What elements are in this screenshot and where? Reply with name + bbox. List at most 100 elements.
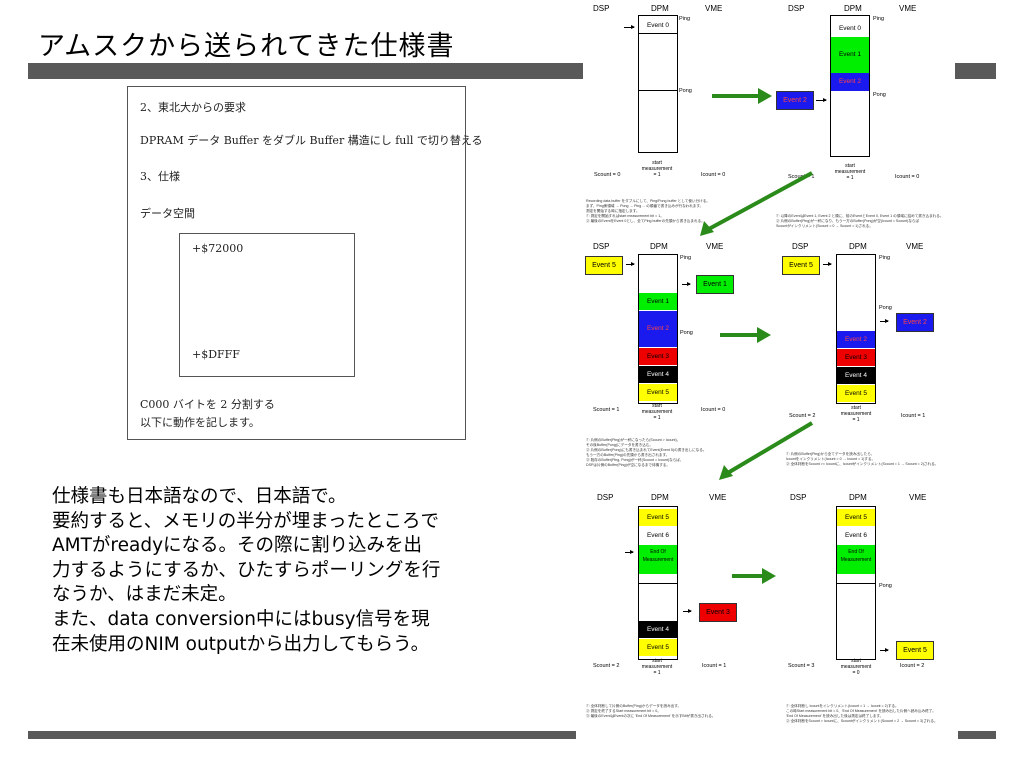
dpm-header: DPM [849,493,867,502]
scount-label: Scount = 2 [789,413,816,419]
dpm-header: DPM [650,242,668,251]
spec-data-space-label: データ空間 [140,207,195,220]
event-slot: Event 3 [837,349,875,366]
icount-label: Icount = 0 [701,407,726,413]
pong-label: Pong [879,583,892,589]
read-arrow-icon [880,648,889,652]
start-measurement-label: start measurement = 1 [641,403,673,421]
dsp-event-box: Event 5 [782,256,820,275]
ping-label: Ping [679,16,691,22]
start-measurement-label: start measurement = 1 [834,163,866,181]
event-slot: Event 2 [837,331,875,348]
event-slot: Event 0 [838,25,862,32]
panel-notes: Recording data buffer をダブルにして、Ping/Pong … [586,199,710,223]
read-arrow-icon [682,282,691,286]
panel-notes: ① 全体判断し Icountをインクリメント(Icount = 1 → Icou… [786,704,938,723]
event-slot: Event 5 [639,639,677,656]
spec-request-heading: 2、東北大からの要求 [140,101,246,114]
dsp-header: DSP [593,4,610,13]
slide-title: アムスクから送られてきた仕様書 [38,31,455,62]
event-slot: Event 5 [837,509,875,526]
event-slot: Event 6 [646,532,670,539]
panel-notes: ① 片側のBuffer(Ping)が一杯になったら(Scount > Icoun… [586,438,707,467]
event-slot: Event 2 [831,73,869,91]
icount-label: Icount = 1 [901,413,926,419]
ping-label: Ping [680,255,692,261]
spec-document: 2、東北大からの要求 DPRAM データ Buffer をダブル Buffer … [127,86,483,440]
dpm-buffer: Event 0 [638,15,678,153]
vme-header: VME [709,493,727,502]
event-slot: Event 2 [639,311,677,347]
dpm-buffer: Event 5 Event 6 End Of Measurement Event… [638,506,678,660]
summary-line: 力するようにするか、ひたすらポーリングを行 [52,559,441,581]
dsp-header: DSP [593,242,610,251]
panel-notes: ① 全体判断して片側のBuffer(Ping)からデータを読み出す。② 測定を終… [586,704,716,718]
vme-header: VME [909,493,927,502]
event-slot: Event 1 [831,37,869,73]
vme-event-box: Event 1 [696,275,734,294]
dsp-event-box: Event 2 [776,91,814,110]
pong-label: Pong [680,330,693,336]
dsp-header: DSP [792,242,809,251]
event-slot: End Of Measurement [837,545,875,574]
pong-label: Pong [873,92,886,98]
vme-event-box: Event 3 [699,603,737,622]
dsp-header: DSP [790,493,807,502]
dpm-buffer: Event 0 Event 1 Event 2 [830,15,870,157]
dsp-event-box: Event 5 [585,256,623,275]
green-arrow-icon [720,327,771,343]
dpm-buffer: Event 2 Event 3 Event 4 Event 5 [836,254,876,404]
event-slot: Event 5 [837,385,875,402]
vme-header: VME [705,4,723,13]
scount-label: Scount = 2 [593,663,620,669]
summary-line: 要約すると、メモリの半分が埋まったところで [52,510,440,532]
icount-label: Icount = 2 [900,663,925,669]
spec-operation-text: 以下に動作を記します。 [140,416,260,429]
start-measurement-label: start measurement = 1 [641,160,673,178]
start-measurement-label: start measurement = 1 [840,405,872,423]
vme-event-box: Event 5 [896,641,934,660]
buffer-divider [639,583,677,584]
dpm-header: DPM [849,242,867,251]
dpm-header: DPM [844,4,862,13]
vme-header: VME [906,242,924,251]
write-arrow-icon [816,98,827,102]
summary-line: AMTがreadyになる。その際に割り込みを出 [52,535,423,557]
event-slot: Event 5 [639,384,677,401]
event-slot: Event 4 [639,366,677,383]
event-slot: Event 5 [639,509,677,526]
scount-label: Scount = 1 [593,407,620,413]
vme-event-box: Event 2 [896,313,934,332]
icount-label: Icount = 0 [895,174,920,180]
event-slot: Event 4 [639,621,677,638]
vme-header: VME [899,4,917,13]
summary-line: なうか、はまだ未定。 [52,584,237,606]
green-arrow-icon [732,568,776,584]
event-slot: End Of Measurement [639,545,677,574]
read-arrow-icon [880,319,889,323]
write-arrow-icon [626,262,635,266]
spec-section-heading: 3、仕様 [140,170,180,183]
spec-split-text: C000 バイトを 2 分割する [140,398,275,411]
pong-label: Pong [879,305,892,311]
spec-request-text: DPRAM データ Buffer をダブル Buffer 構造にし full で… [140,134,483,147]
dsp-header: DSP [788,4,805,13]
panel-notes: ① 以降のEventはEvent 1, Event 2 と順に、前のEventと… [776,214,944,228]
footer-divider-left [28,731,576,739]
panel-notes: ① 片側のBuffer(Ping)から全てデータを読み出したら、 Icountを… [786,452,939,466]
ping-label: Ping [879,255,891,261]
memory-start-address: +$72000 [192,242,244,255]
title-divider-right [955,63,996,79]
footer-divider-right [958,731,996,739]
green-arrow-icon [719,421,814,480]
pong-label: Pong [679,88,692,94]
event-slot: Event 0 [639,19,677,34]
summary-text: 仕様書も日本語なので、日本語で。 要約すると、メモリの半分が埋まったところで A… [52,485,552,657]
memory-map-box: +$72000 +$DFFF [179,233,355,377]
write-arrow-icon [624,25,635,29]
title-divider-left [28,63,583,79]
start-measurement-label: start measurement = 0 [840,658,872,676]
event-slot: Event 4 [837,367,875,384]
memory-end-address: +$DFFF [192,348,240,361]
